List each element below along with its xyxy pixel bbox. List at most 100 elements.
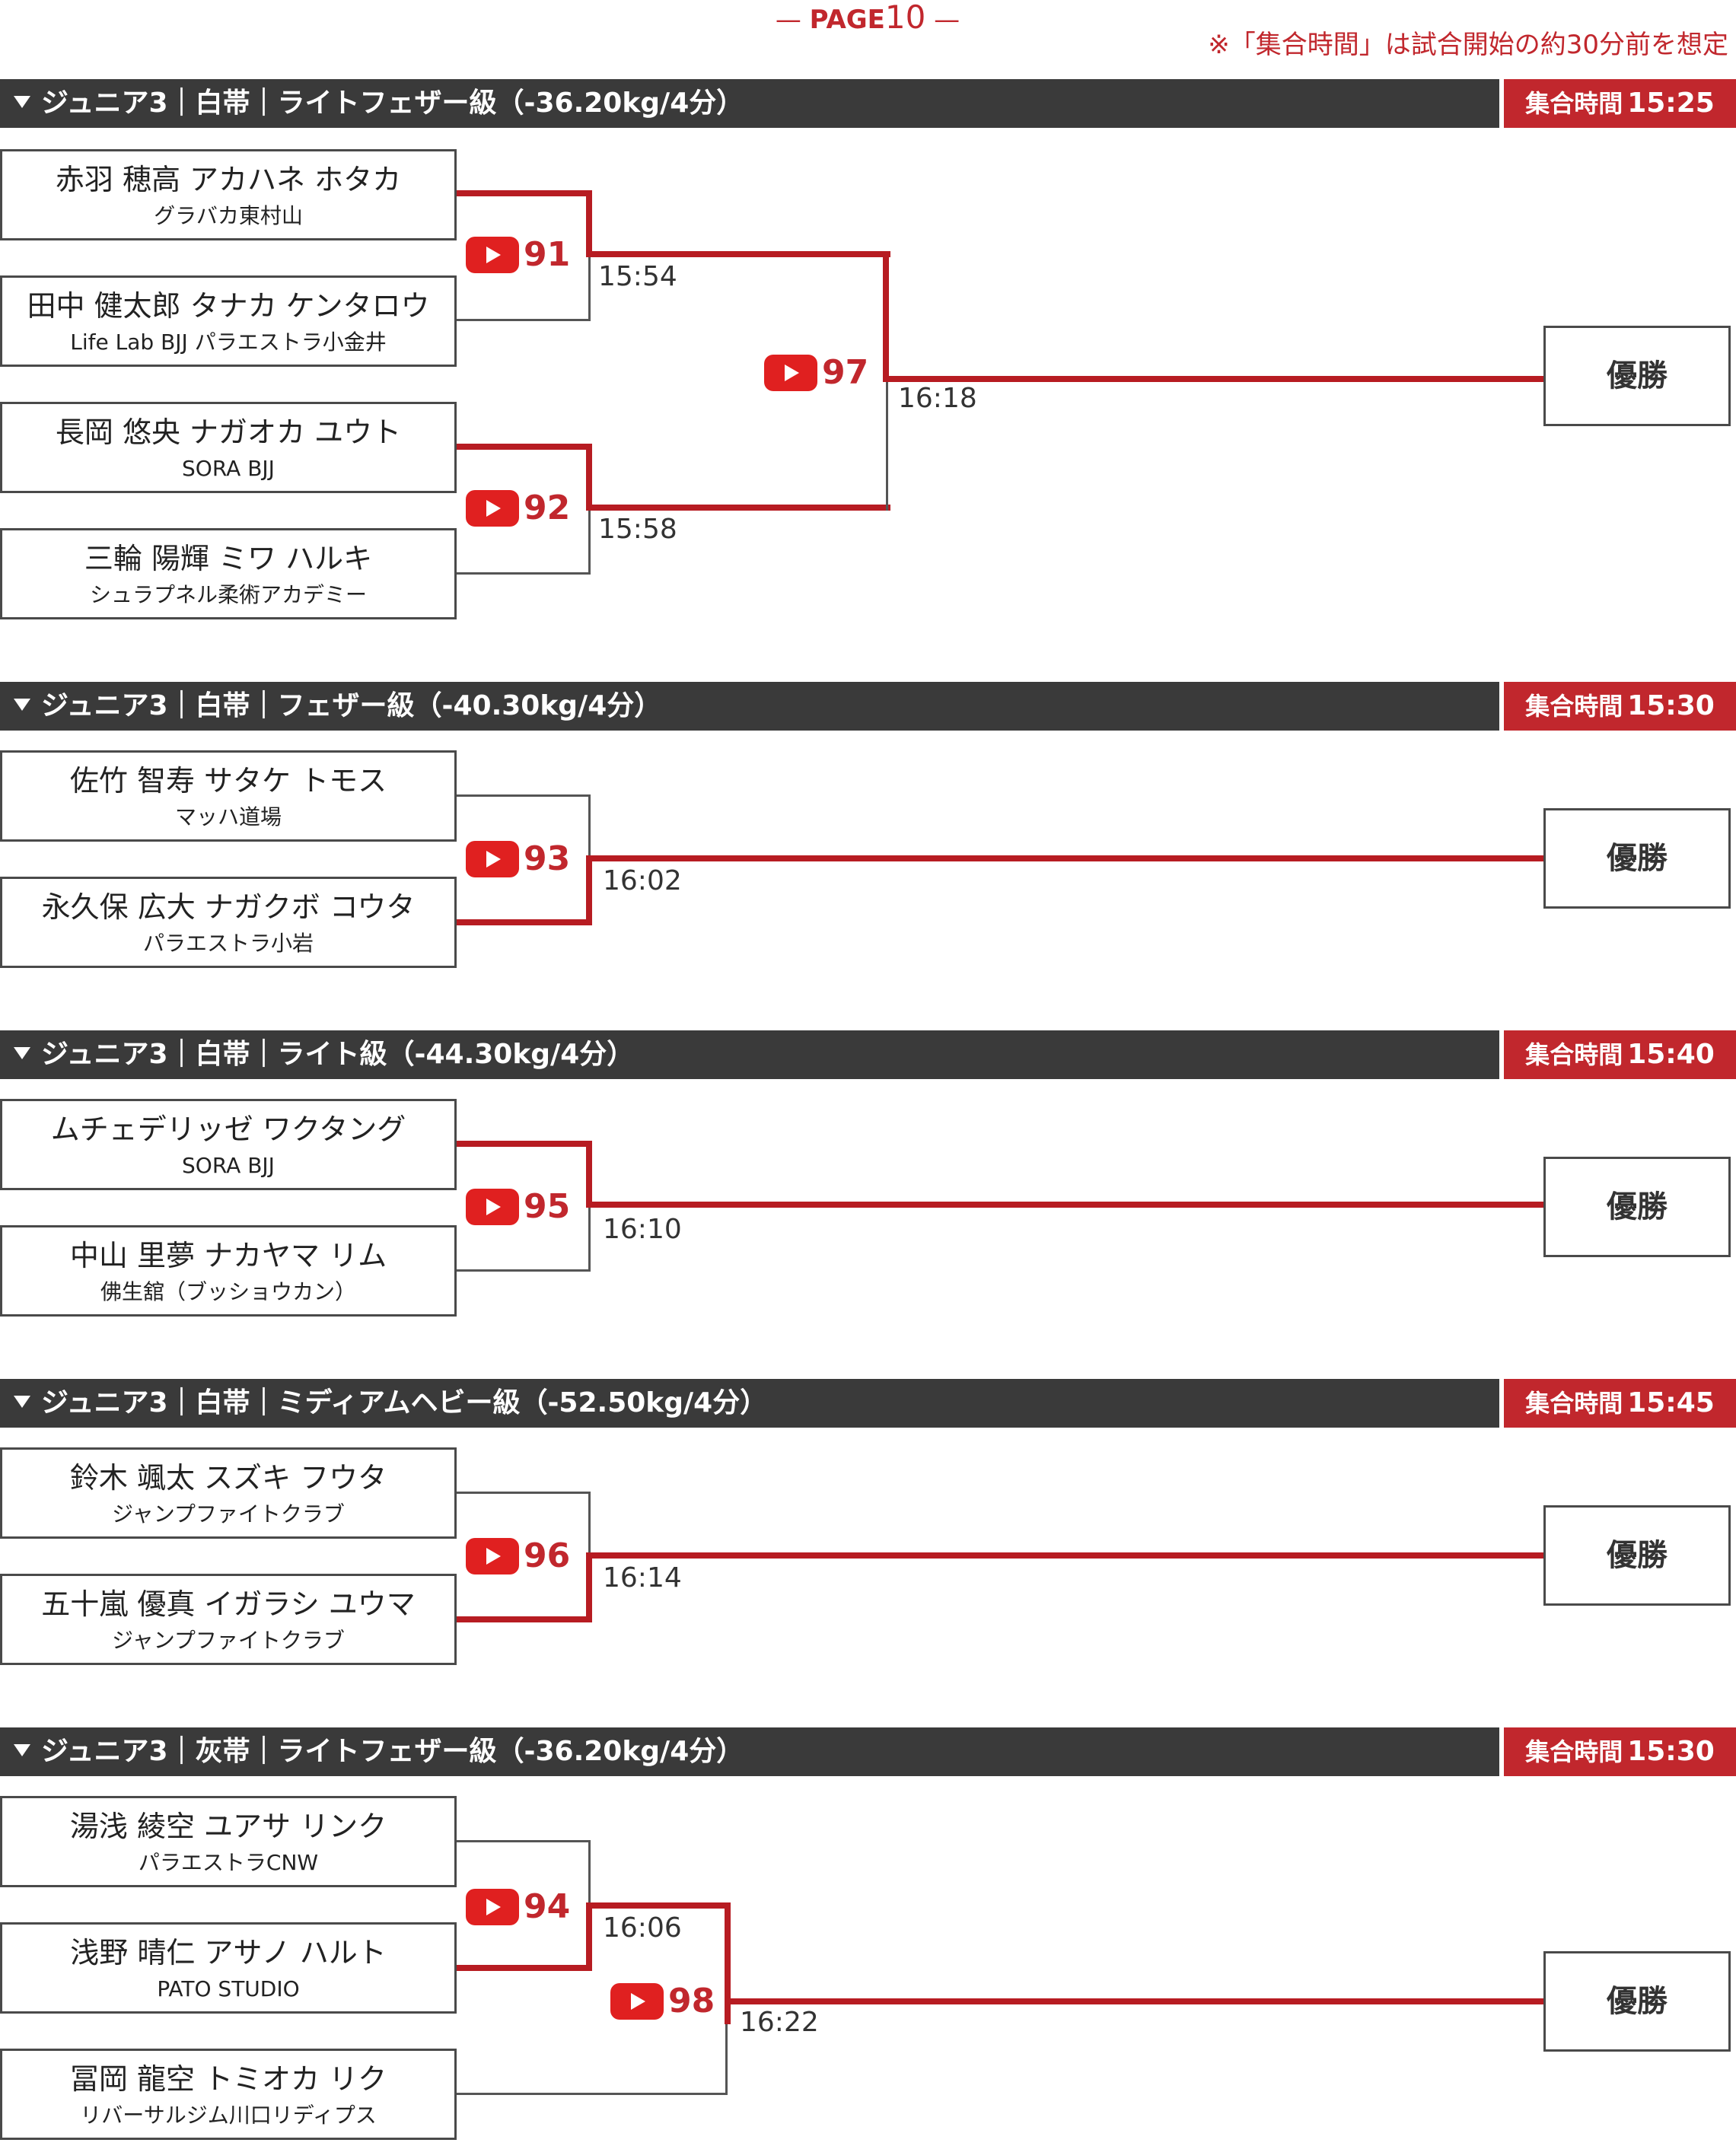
match-number: 95 — [524, 1187, 571, 1226]
division-title-bar: ジュニア3｜白帯｜フェザー級（-40.30kg/4分） — [0, 682, 1499, 731]
youtube-play-icon[interactable] — [466, 1189, 519, 1225]
youtube-play-icon[interactable] — [466, 490, 519, 527]
bracket-line — [457, 1965, 591, 1971]
bracket-line — [457, 1616, 591, 1622]
bracket-line — [586, 1902, 731, 1909]
youtube-play-icon[interactable] — [466, 1889, 519, 1925]
player-card: 湯浅 綾空 ユアサ リンクパラエストラCNW — [0, 1796, 457, 1887]
division-title-bar: ジュニア3｜白帯｜ミディアムヘビー級（-52.50kg/4分） — [0, 1379, 1499, 1428]
match-number: 96 — [524, 1536, 571, 1575]
match-time: 16:02 — [603, 865, 682, 896]
page-title-prefix: PAGE — [809, 5, 885, 35]
triangle-down-icon — [14, 1047, 30, 1059]
player-name: 鈴木 颯太 スズキ フウタ — [69, 1461, 387, 1495]
player-name: 永久保 広大 ナガクボ コウタ — [41, 890, 416, 924]
bracket-line — [586, 1141, 592, 1208]
player-name: 長岡 悠央 ナガオカ ユウト — [55, 416, 402, 449]
bracket-line — [457, 1840, 591, 1842]
bracket-line — [586, 1202, 1543, 1208]
bracket-line — [588, 508, 591, 575]
bracket-line — [586, 1902, 592, 1971]
player-team: パラエストラCNW — [138, 1850, 319, 1875]
page-title: — PAGE10 — — [775, 0, 960, 36]
youtube-play-icon[interactable] — [610, 1983, 664, 2020]
division-title-bar: ジュニア3｜白帯｜ライト級（-44.30kg/4分） — [0, 1030, 1499, 1079]
division-title: ジュニア3｜灰帯｜ライトフェザー級（-36.20kg/4分） — [41, 1736, 744, 1767]
bracket-line — [586, 444, 592, 511]
player-name: 佐竹 智寿 サタケ トモス — [69, 764, 387, 798]
bracket-line — [457, 319, 591, 321]
player-team: PATO STUDIO — [157, 1976, 300, 2001]
youtube-play-icon[interactable] — [466, 1538, 519, 1574]
division-title: ジュニア3｜白帯｜フェザー級（-40.30kg/4分） — [41, 690, 662, 721]
division-title-bar: ジュニア3｜灰帯｜ライトフェザー級（-36.20kg/4分） — [0, 1727, 1499, 1776]
bracket-line — [588, 254, 591, 321]
winner-box: 優勝 — [1543, 1157, 1731, 1257]
player-card: 田中 健太郎 タナカ ケンタロウ Life Lab BJJ パラエストラ小金井 — [0, 275, 457, 367]
match-number: 91 — [524, 235, 571, 274]
winner-box: 優勝 — [1543, 326, 1731, 426]
player-card: 永久保 広大 ナガクボ コウタパラエストラ小岩 — [0, 877, 457, 968]
assembly-note: ※「集合時間」は試合開始の約30分前を想定 — [1208, 30, 1728, 60]
player-name: 田中 健太郎 タナカ ケンタロウ — [27, 289, 430, 323]
assembly-label: 集合時間 — [1525, 1389, 1623, 1418]
bracket-line — [883, 376, 1543, 382]
player-team: シュラプネル柔術アカデミー — [89, 582, 367, 607]
bracket-line — [886, 377, 888, 511]
player-card: 中山 里夢 ナカヤマ リム佛生舘（ブッショウカン） — [0, 1225, 457, 1317]
bracket-line — [457, 572, 591, 575]
player-name: ムチェデリッゼ ワクタング — [50, 1113, 406, 1146]
assembly-time: 15:25 — [1627, 88, 1715, 119]
player-name: 中山 里夢 ナカヤマ リム — [69, 1239, 387, 1272]
player-name: 五十嵐 優真 イガラシ ユウマ — [41, 1587, 416, 1621]
player-card: 三輪 陽輝 ミワ ハルキシュラプネル柔術アカデミー — [0, 528, 457, 619]
bracket-line — [586, 190, 592, 257]
player-name: 湯浅 綾空 ユアサ リンク — [69, 1810, 387, 1843]
bracket-line — [725, 1998, 1543, 2004]
assembly-label: 集合時間 — [1525, 1737, 1623, 1766]
assembly-label: 集合時間 — [1525, 1040, 1623, 1069]
youtube-play-icon[interactable] — [466, 841, 519, 877]
player-team: Life Lab BJJ パラエストラ小金井 — [70, 330, 387, 355]
player-card: ムチェデリッゼ ワクタング SORA BJJ — [0, 1099, 457, 1190]
player-team: ジャンプファイトクラブ — [112, 1628, 345, 1653]
youtube-play-icon[interactable] — [466, 237, 519, 273]
player-card: 佐竹 智寿 サタケ トモスマッハ道場 — [0, 750, 457, 842]
player-card: 五十嵐 優真 イガラシ ユウマジャンプファイトクラブ — [0, 1574, 457, 1665]
winner-box: 優勝 — [1543, 1951, 1731, 2052]
triangle-down-icon — [14, 699, 30, 711]
player-card: 冨岡 龍空 トミオカ リクリバーサルジム川口リディプス — [0, 2049, 457, 2140]
bracket-line — [457, 1141, 591, 1147]
match-number: 92 — [524, 489, 571, 527]
player-team: リバーサルジム川口リディプス — [80, 2103, 377, 2128]
player-card: 鈴木 颯太 スズキ フウタジャンプファイトクラブ — [0, 1447, 457, 1539]
page-number: 10 — [884, 0, 926, 36]
bracket-line — [457, 2093, 728, 2095]
player-team: パラエストラ小岩 — [142, 931, 314, 956]
player-name: 冨岡 龍空 トミオカ リク — [69, 2062, 387, 2096]
assembly-time: 15:45 — [1627, 1387, 1715, 1418]
bracket-line — [588, 794, 591, 860]
bracket-line — [725, 2021, 728, 2095]
match-number: 93 — [524, 839, 571, 878]
assembly-label: 集合時間 — [1525, 89, 1623, 118]
youtube-play-icon[interactable] — [764, 355, 817, 391]
match-time: 16:22 — [740, 2007, 819, 2038]
player-team: マッハ道場 — [174, 804, 282, 829]
assembly-time: 15:40 — [1627, 1039, 1715, 1070]
bracket-line — [588, 1492, 591, 1557]
bracket-line — [457, 1269, 591, 1272]
division-title: ジュニア3｜白帯｜ライト級（-44.30kg/4分） — [41, 1039, 635, 1070]
player-team: SORA BJJ — [182, 1153, 275, 1178]
triangle-down-icon — [14, 96, 30, 108]
bracket-line — [457, 919, 591, 925]
